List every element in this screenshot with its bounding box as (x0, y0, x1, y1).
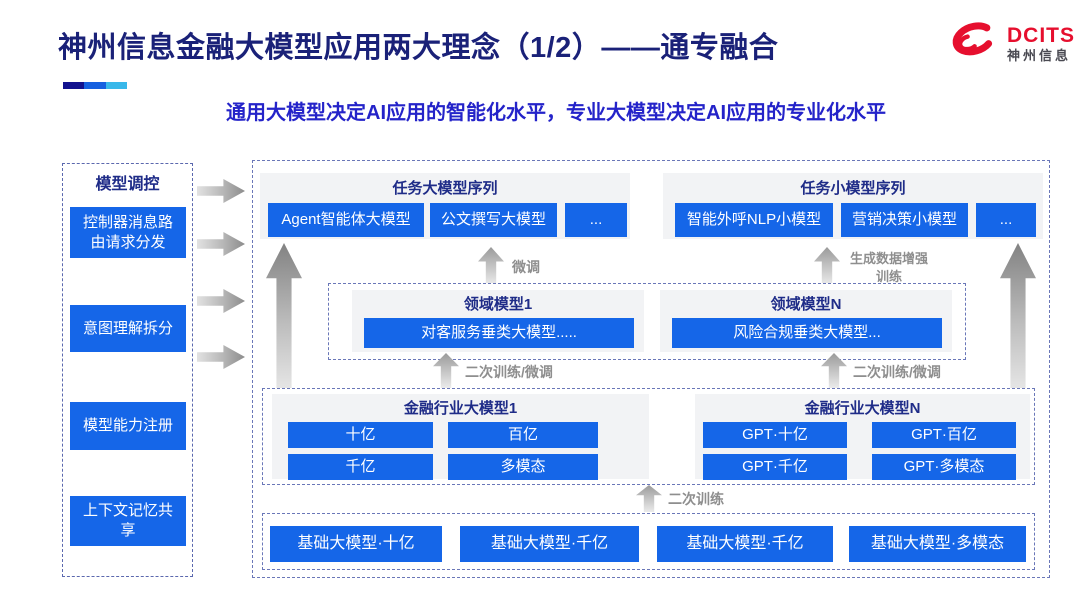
group-domain-n-title: 领域模型N (770, 296, 842, 313)
size-chip-gpt-1b: GPT·十亿 (703, 422, 847, 448)
size-chip-100b: 千亿 (288, 454, 433, 480)
brand-name: DCITS (1007, 23, 1075, 47)
label-fine-tune: 微调 (512, 259, 540, 275)
label-gen-augment: 生成数据增强训练 (849, 251, 928, 284)
label-retrain-ft-right: 二次训练/微调 (853, 364, 941, 380)
brand-name-cn: 神州信息 (1007, 47, 1072, 63)
sidebar-item-router: 控制器消息路由请求分发 (70, 207, 186, 258)
slide-title: 神州信息金融大模型应用两大理念（1/2）——通专融合 (58, 32, 779, 64)
sidebar-item-intent: 意图理解拆分 (70, 305, 186, 352)
accent-bar (63, 82, 127, 89)
model-chip-more: ... (976, 203, 1036, 237)
sidebar-item-context: 上下文记忆共享 (70, 496, 186, 546)
model-chip-more: ... (565, 203, 627, 237)
size-chip-10b: 百亿 (448, 422, 598, 448)
arrow-right-icon (197, 232, 245, 256)
slide-subtitle: 通用大模型决定AI应用的智能化水平，专业大模型决定AI应用的专业化水平 (226, 102, 886, 124)
sidebar-title: 模型调控 (95, 176, 160, 193)
group-task-small-title: 任务小模型序列 (800, 180, 906, 197)
arrow-right-icon (197, 179, 245, 203)
model-chip-agent: Agent智能体大模型 (268, 203, 424, 237)
base-chip-100b-a: 基础大模型·千亿 (460, 526, 639, 562)
domain-chip-customer-service: 对客服务垂类大模型..... (364, 318, 634, 348)
base-chip-multimodal: 基础大模型·多模态 (849, 526, 1026, 562)
domain-chip-risk-compliance: 风险合规垂类大模型... (672, 318, 942, 348)
size-chip-gpt-100b: GPT·千亿 (703, 454, 847, 480)
arrow-right-icon (197, 345, 245, 369)
size-chip-gpt-multimodal: GPT·多模态 (872, 454, 1016, 480)
model-chip-nlp-call: 智能外呼NLP小模型 (675, 203, 833, 237)
size-chip-multimodal: 多模态 (448, 454, 598, 480)
group-domain-1-title: 领域模型1 (463, 296, 533, 313)
group-industry-1-title: 金融行业大模型1 (403, 400, 518, 417)
dcits-swirl-icon (944, 20, 1000, 67)
group-task-large-title: 任务大模型序列 (392, 180, 498, 197)
base-chip-100b-b: 基础大模型·千亿 (657, 526, 833, 562)
model-chip-marketing: 营销决策小模型 (841, 203, 968, 237)
model-chip-document: 公文撰写大模型 (430, 203, 557, 237)
label-retrain: 二次训练 (668, 491, 724, 507)
size-chip-1b: 十亿 (288, 422, 433, 448)
label-retrain-ft-left: 二次训练/微调 (465, 364, 553, 380)
group-industry-n-title: 金融行业大模型N (804, 400, 921, 417)
sidebar-item-capability: 模型能力注册 (70, 402, 186, 450)
dcits-logo: DCITS 神州信息 (944, 20, 1075, 67)
arrow-right-icon (197, 289, 245, 313)
size-chip-gpt-10b: GPT·百亿 (872, 422, 1016, 448)
base-chip-1b: 基础大模型·十亿 (270, 526, 442, 562)
